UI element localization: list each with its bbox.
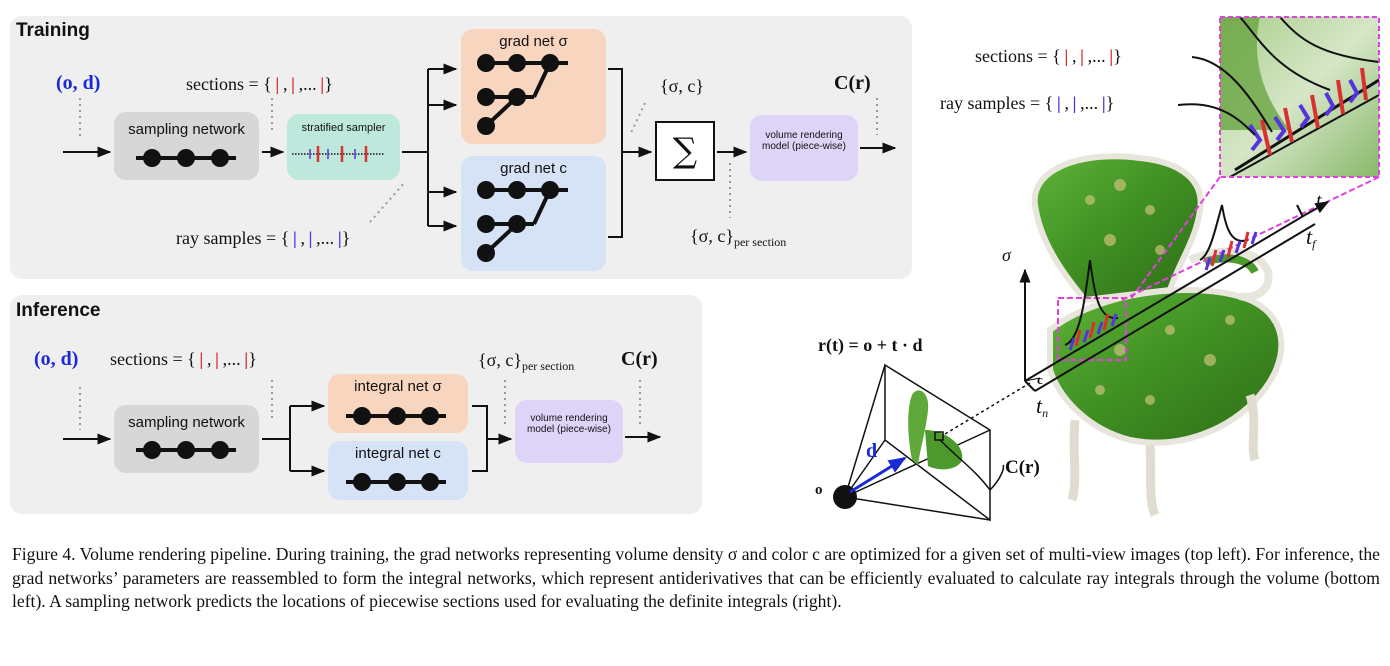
- ray-sample-marks: [1068, 231, 1258, 351]
- zoom-inset: [1219, 16, 1380, 178]
- inference-sections-label: sections = { | , | ,... |}: [110, 349, 257, 370]
- training-sections-label: sections = { | , | ,... |}: [186, 74, 333, 95]
- inference-per-section-sub: per section: [521, 359, 575, 373]
- right-sections-label: sections = { | , | ,... |}: [975, 46, 1122, 67]
- sections-leader: [1191, 56, 1273, 133]
- integral-net-c-box: integral net c: [328, 441, 468, 500]
- t-near-main: t: [1036, 393, 1043, 418]
- training-arrows: [63, 63, 897, 238]
- pixel-square: [934, 431, 944, 441]
- right-ray-samples-prefix: ray samples = {: [940, 93, 1054, 113]
- inference-sampling-net-icon: [136, 441, 236, 459]
- training-title: Training: [16, 20, 90, 41]
- sigma-axis-label: σ: [1002, 245, 1011, 265]
- integral-net-sigma-label: integral net σ: [354, 378, 442, 395]
- training-input-label: (o, d): [56, 72, 101, 94]
- inference-sections-suffix: }: [248, 349, 257, 369]
- training-sampling-network-box: sampling network: [114, 112, 259, 180]
- training-sections-prefix: sections = {: [186, 74, 272, 94]
- right-ray-samples-label: ray samples = { | , | ,... |}: [940, 93, 1114, 114]
- integral-net-c-icon: [346, 473, 446, 491]
- t-far-label: tf: [1306, 224, 1315, 252]
- stratified-sampler-box: stratified sampler: [287, 114, 400, 180]
- training-volume-model-box: volume rendering model (piece-wise): [750, 115, 858, 181]
- training-ray-samples-label: ray samples = { | , | ,... |}: [176, 228, 350, 249]
- training-sigma-c-per-section-main: {σ, c}: [690, 226, 734, 246]
- training-sections-suffix: }: [324, 74, 333, 94]
- t-near-label: tn: [1036, 393, 1048, 421]
- inference-sections-marks: | , | ,... |: [195, 349, 249, 369]
- inference-arrows: [63, 400, 662, 477]
- figure-caption: Figure 4. Volume rendering pipeline. Dur…: [12, 544, 1380, 611]
- right-ray-samples-marks: | , | ,... |: [1053, 93, 1106, 113]
- training-sampling-net-icon: [136, 149, 236, 167]
- t-far-sub: f: [1312, 237, 1316, 251]
- integral-net-sigma-icon: [346, 407, 446, 425]
- inference-volume-model-box: volume rendering model (piece-wise): [515, 400, 623, 463]
- t-near-sub: n: [1042, 406, 1049, 420]
- ray-axis: [1019, 201, 1330, 392]
- inference-sampling-network-box: sampling network: [114, 405, 259, 473]
- training-volume-model-label: volume rendering model (piece-wise): [762, 130, 846, 152]
- grad-net-sigma-label: grad net σ: [499, 33, 568, 50]
- training-sampling-network-label: sampling network: [128, 121, 245, 138]
- inference-dotted-leaders: [79, 380, 641, 430]
- integral-net-c-label: integral net c: [355, 445, 441, 462]
- d-label: d: [866, 440, 878, 462]
- right-sections-marks: | , | ,... |: [1060, 46, 1114, 66]
- training-sigma-c-label: {σ, c}: [660, 76, 704, 96]
- training-sections-marks: | , | ,... |: [271, 74, 325, 94]
- sum-symbol: ∑: [672, 131, 698, 171]
- inference-volume-model-label: volume rendering model (piece-wise): [527, 413, 611, 435]
- right-sections-prefix: sections = {: [975, 46, 1061, 66]
- training-dotted-leaders: [79, 98, 878, 223]
- sum-box: ∑: [655, 121, 715, 181]
- grad-net-sigma-icon: [477, 54, 568, 135]
- inference-sections-prefix: sections = {: [110, 349, 196, 369]
- stratified-sampler-ray: [292, 146, 384, 162]
- o-label: o: [815, 482, 823, 498]
- t-axis-label: t: [1316, 190, 1322, 212]
- frustum-chair-thumb: [908, 390, 963, 470]
- training-ray-samples-suffix: }: [341, 228, 351, 248]
- pixel-leader: [939, 439, 1005, 492]
- inference-title: Inference: [16, 300, 101, 321]
- inference-sampling-network-label: sampling network: [128, 414, 245, 431]
- inference-output-label: C(r): [621, 348, 658, 370]
- pixel-color-label: C(r): [1005, 457, 1040, 478]
- right-ray-samples-suffix: }: [1105, 93, 1115, 113]
- grad-net-c-icon: [477, 181, 568, 262]
- density-peaks: [1064, 204, 1249, 346]
- training-sigma-c-per-section: {σ, c}per section: [690, 226, 786, 250]
- training-ray-samples-prefix: ray samples = {: [176, 228, 290, 248]
- t-far-main: t: [1306, 224, 1313, 249]
- stratified-sampler-label: stratified sampler: [301, 122, 386, 134]
- direction-vector: [849, 456, 907, 494]
- ray-equation: r(t) = o + t · d: [818, 335, 923, 355]
- inference-sigma-c-per-section: {σ, c}per section: [478, 350, 574, 374]
- zoom-connector: [1057, 176, 1380, 361]
- c-label: c: [1037, 372, 1043, 387]
- ray-samples-leader: [1177, 103, 1256, 136]
- training-per-section-sub: per section: [733, 235, 787, 249]
- right-sections-suffix: }: [1113, 46, 1122, 66]
- inference-input-label: (o, d): [34, 348, 79, 370]
- training-output-label: C(r): [834, 72, 871, 94]
- grad-net-c-label: grad net c: [500, 160, 567, 177]
- inference-sigma-c-per-section-main: {σ, c}: [478, 350, 522, 370]
- chair-image: [1031, 153, 1285, 517]
- training-ray-samples-marks: | , | ,... |: [289, 228, 342, 248]
